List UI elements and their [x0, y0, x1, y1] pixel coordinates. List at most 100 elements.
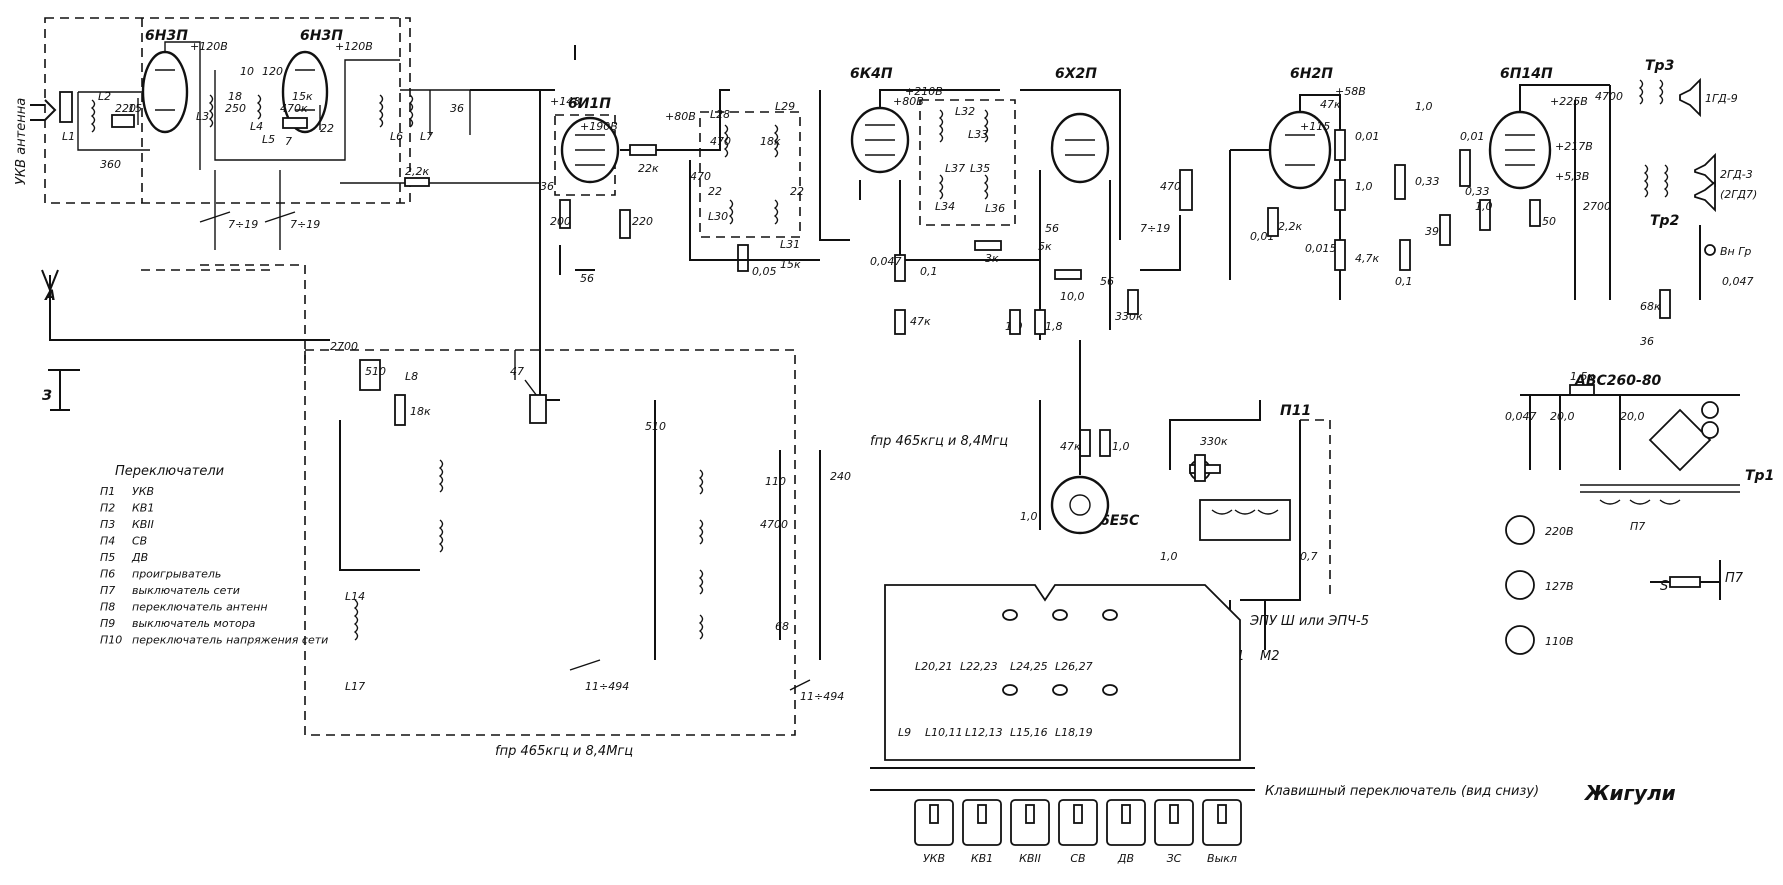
- keyboard-caption-line1: Клавишный переключатель (вид снизу): [1265, 784, 1539, 799]
- svg-text:L10,11: L10,11: [925, 726, 963, 739]
- if-label-top: fпр 465кгц и 8,4Мгц: [870, 434, 1008, 449]
- svg-text:L35: L35: [970, 162, 990, 175]
- tap-selector-110: [1505, 625, 1535, 655]
- svg-text:0,047: 0,047: [870, 255, 902, 268]
- svg-text:1,0: 1,0: [1160, 550, 1178, 563]
- legend-desc: УКВ: [132, 485, 154, 498]
- svg-text:+5,3В: +5,3В: [1555, 170, 1589, 183]
- trim-knob-icon: [1052, 609, 1068, 621]
- svg-text:7÷19: 7÷19: [228, 218, 258, 231]
- lamp-1-icon: [1701, 401, 1719, 419]
- svg-text:6К4П: 6К4П: [850, 66, 893, 82]
- svg-text:0,7: 0,7: [1300, 550, 1318, 563]
- svg-text:L34: L34: [935, 200, 955, 213]
- svg-text:L37: L37: [945, 162, 965, 175]
- legend-code: П1: [100, 485, 115, 498]
- svg-text:+80В: +80В: [893, 95, 924, 108]
- svg-text:L18,19: L18,19: [1055, 726, 1093, 739]
- svg-text:L2: L2: [98, 90, 111, 103]
- svg-text:68: 68: [775, 620, 789, 633]
- tap-selector-220: [1505, 515, 1535, 545]
- svg-text:11÷494: 11÷494: [585, 680, 629, 693]
- svg-text:47к: 47к: [1060, 440, 1081, 453]
- svg-text:127В: 127В: [1545, 580, 1574, 593]
- svg-text:6П14П: 6П14П: [1500, 66, 1553, 82]
- legend-code: П6: [100, 568, 115, 581]
- keyboard-switch-body: [884, 584, 1241, 761]
- svg-text:АВС260-80: АВС260-80: [1574, 373, 1662, 389]
- svg-text:0,01: 0,01: [1460, 130, 1485, 143]
- svg-text:Переключатели: Переключатели: [115, 464, 224, 479]
- svg-text:L12,13: L12,13: [965, 726, 1003, 739]
- svg-text:L4: L4: [250, 120, 263, 133]
- svg-text:56: 56: [1100, 275, 1114, 288]
- if-label-bottom: fпр 465кгц и 8,4Мгц: [495, 744, 633, 759]
- tube-6n3p-2: [281, 50, 329, 134]
- svg-text:2700: 2700: [1583, 200, 1611, 213]
- legend-desc: выключатель мотора: [132, 617, 256, 630]
- svg-text:10,0: 10,0: [1060, 290, 1085, 303]
- svg-text:470: 470: [1160, 180, 1181, 193]
- svg-text:360: 360: [100, 158, 121, 171]
- svg-text:М2: М2: [1260, 649, 1280, 664]
- svg-text:1,0: 1,0: [1415, 100, 1433, 113]
- svg-text:0,01: 0,01: [1355, 130, 1380, 143]
- svg-text:2,2к: 2,2к: [1278, 220, 1302, 233]
- legend-desc: КВII: [132, 518, 154, 531]
- svg-text:L26,27: L26,27: [1055, 660, 1093, 673]
- tube-6n3p-1: [141, 50, 189, 134]
- svg-text:470: 470: [710, 135, 731, 148]
- svg-text:L28: L28: [710, 108, 730, 121]
- speaker-2gd7-icon: [1694, 180, 1716, 213]
- motor-windings: [1199, 499, 1291, 541]
- svg-text:S: S: [1660, 579, 1668, 594]
- svg-text:2,2к: 2,2к: [405, 165, 429, 178]
- svg-text:L1: L1: [62, 130, 75, 143]
- svg-text:36: 36: [540, 180, 554, 193]
- svg-text:20,0: 20,0: [1620, 410, 1645, 423]
- svg-text:56: 56: [580, 272, 594, 285]
- svg-text:1,0: 1,0: [1020, 510, 1038, 523]
- svg-text:6Х2П: 6Х2П: [1055, 66, 1097, 82]
- svg-text:0,33: 0,33: [1415, 175, 1440, 188]
- legend-code: П4: [100, 535, 115, 548]
- svg-text:L24,25: L24,25: [1010, 660, 1048, 673]
- keyboard-key-label: СВ: [1070, 852, 1085, 865]
- svg-text:1,5к: 1,5к: [1570, 370, 1594, 383]
- svg-text:L5: L5: [262, 133, 275, 146]
- svg-text:2700: 2700: [330, 340, 358, 353]
- legend-code: П7: [100, 584, 115, 597]
- key-slot: [1217, 804, 1227, 824]
- trim-knob-icon: [1102, 684, 1118, 696]
- svg-text:0,047: 0,047: [1505, 410, 1537, 423]
- svg-text:1,0: 1,0: [1355, 180, 1373, 193]
- svg-text:L29: L29: [775, 100, 795, 113]
- svg-text:10: 10: [240, 65, 254, 78]
- legend-desc: СВ: [132, 535, 147, 548]
- legend-desc: ДВ: [131, 551, 148, 564]
- svg-text:220: 220: [632, 215, 653, 228]
- svg-text:L7: L7: [420, 130, 433, 143]
- svg-text:0,015: 0,015: [1305, 242, 1337, 255]
- svg-text:47: 47: [510, 365, 524, 378]
- keyboard-coil-group-labels: L20,21 L22,23 L24,25 L26,27 L9 L10,11 L1…: [898, 660, 1093, 739]
- antenna-label: УКВ антенна: [14, 98, 29, 185]
- svg-text:200: 200: [550, 215, 571, 228]
- svg-text:110: 110: [765, 475, 786, 488]
- svg-text:18к: 18к: [760, 135, 781, 148]
- l1-coil: [59, 91, 73, 123]
- svg-text:20,0: 20,0: [1550, 410, 1575, 423]
- svg-text:L22,23: L22,23: [960, 660, 998, 673]
- svg-text:L32: L32: [955, 105, 975, 118]
- svg-text:1,8: 1,8: [1045, 320, 1063, 333]
- svg-text:L36: L36: [985, 202, 1005, 215]
- speaker-1gd9-icon: [1679, 77, 1701, 118]
- svg-text:7÷19: 7÷19: [1140, 222, 1170, 235]
- key-slot: [1073, 804, 1083, 824]
- legend-desc: КВ1: [132, 502, 154, 515]
- keyboard-key-label: Выкл: [1207, 852, 1237, 865]
- key-slot: [1025, 804, 1035, 824]
- speaker-2gd3-icon: [1694, 152, 1716, 188]
